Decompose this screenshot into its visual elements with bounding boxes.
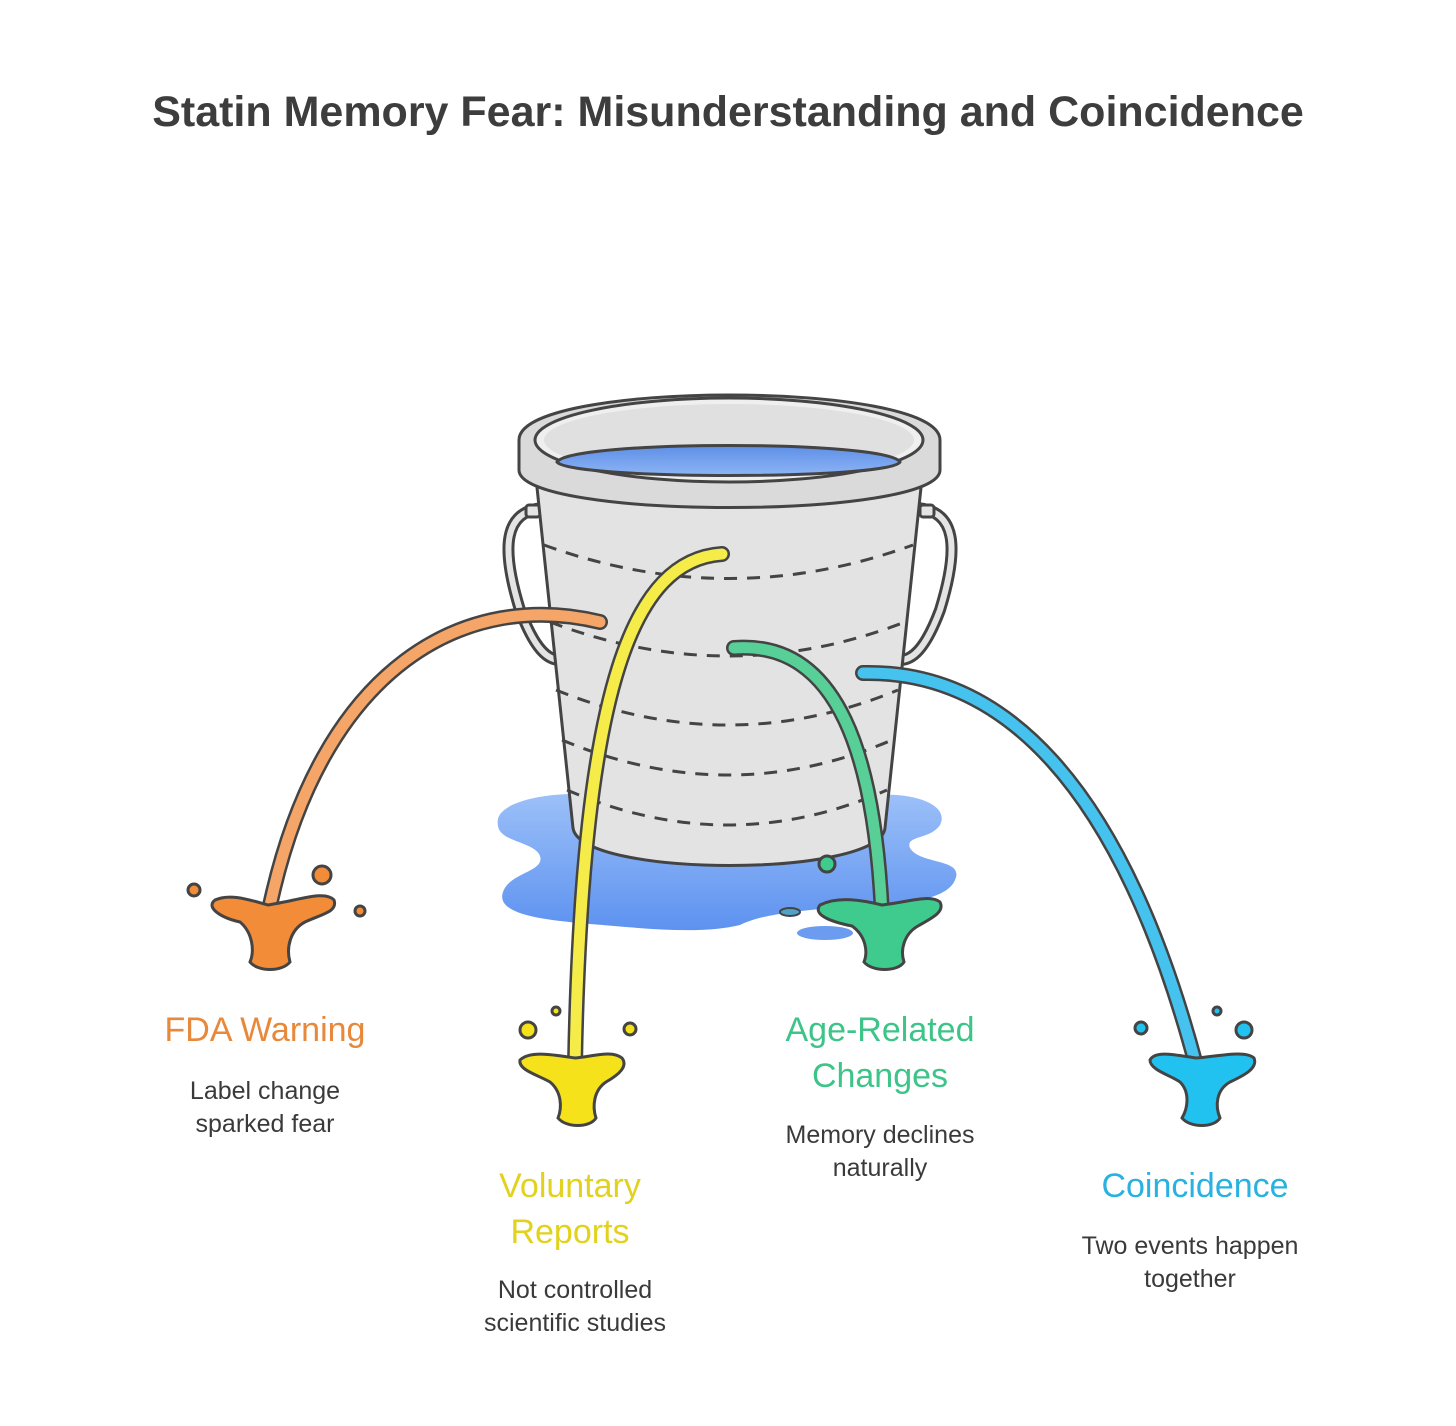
fda-warning-description: Label change sparked fear	[110, 1075, 420, 1141]
bucket-icon	[502, 393, 958, 867]
coincidence-splash-icon	[1133, 1005, 1257, 1127]
coincidence-description: Two events happen together	[1030, 1230, 1350, 1296]
age-related-stream	[726, 639, 890, 923]
age-related-label-line: Changes	[811, 1057, 949, 1095]
voluntary-reports-label-line: Voluntary	[499, 1167, 641, 1205]
voluntary-reports-label: Voluntary Reports	[420, 1163, 720, 1255]
coincidence-stream	[855, 664, 1204, 1073]
age-related-description-line: naturally	[832, 1154, 928, 1182]
fda-warning-description-line: sparked fear	[195, 1110, 335, 1138]
voluntary-reports-stream	[567, 546, 730, 1073]
age-related-description: Memory declines naturally	[730, 1119, 1030, 1185]
age-related-label: Age-Related Changes	[730, 1007, 1030, 1099]
voluntary-reports-description: Not controlled scientific studies	[420, 1274, 730, 1340]
voluntary-reports-description-line: scientific studies	[483, 1309, 667, 1337]
age-related-splash-icon	[816, 854, 943, 971]
voluntary-reports-splash-icon	[518, 1005, 638, 1127]
fda-warning-stream	[260, 606, 608, 923]
voluntary-reports-label-line: Reports	[510, 1213, 630, 1251]
fda-warning-label: FDA Warning	[164, 1011, 366, 1049]
fda-warning-splash-icon	[186, 864, 367, 971]
age-related-description-line: Memory declines	[785, 1121, 975, 1149]
coincidence-description-line: Two events happen	[1081, 1232, 1299, 1260]
coincidence-label: Coincidence	[1101, 1167, 1289, 1205]
age-related-label-line: Age-Related	[785, 1011, 975, 1049]
coincidence-description-line: together	[1144, 1265, 1236, 1293]
voluntary-reports-description-line: Not controlled	[497, 1276, 653, 1304]
diagram-title: Statin Memory Fear: Misunderstanding and…	[152, 88, 1304, 136]
fda-warning-description-line: Label change	[189, 1077, 341, 1105]
